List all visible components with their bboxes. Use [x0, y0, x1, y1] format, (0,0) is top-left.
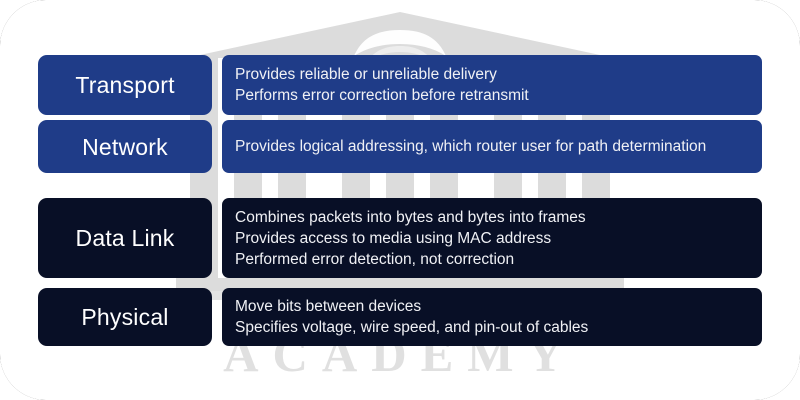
description-line: Performed error detection, not correctio… — [235, 250, 515, 268]
layer-row-data-link: Data Link Combines packets into bytes an… — [38, 198, 762, 278]
description-line: Provides access to media using MAC addre… — [235, 229, 552, 247]
layer-name-transport[interactable]: Transport — [38, 55, 212, 115]
layer-description-network[interactable]: Provides logical addressing, which route… — [222, 120, 762, 173]
description-line: Move bits between devices — [235, 298, 422, 315]
description-line: Performs error correction before retrans… — [235, 87, 529, 104]
layer-description-data-link[interactable]: Combines packets into bytes and bytes in… — [222, 198, 762, 278]
layer-description-transport[interactable]: Provides reliable or unreliable delivery… — [222, 55, 762, 115]
description-line: Provides logical addressing, which route… — [235, 138, 707, 155]
layer-name-data-link[interactable]: Data Link — [38, 198, 212, 278]
description-line: Specifies voltage, wire speed, and pin-o… — [235, 319, 589, 336]
layer-row-transport: Transport Provides reliable or unreliabl… — [38, 55, 762, 115]
layer-name-network[interactable]: Network — [38, 120, 212, 173]
description-line: Combines packets into bytes and bytes in… — [235, 208, 586, 226]
layer-description-physical[interactable]: Move bits between devices Specifies volt… — [222, 288, 762, 346]
layer-row-physical: Physical Move bits between devices Speci… — [38, 288, 762, 346]
layer-row-network: Network Provides logical addressing, whi… — [38, 120, 762, 173]
layer-name-physical[interactable]: Physical — [38, 288, 212, 346]
description-line: Provides reliable or unreliable delivery — [235, 66, 497, 83]
